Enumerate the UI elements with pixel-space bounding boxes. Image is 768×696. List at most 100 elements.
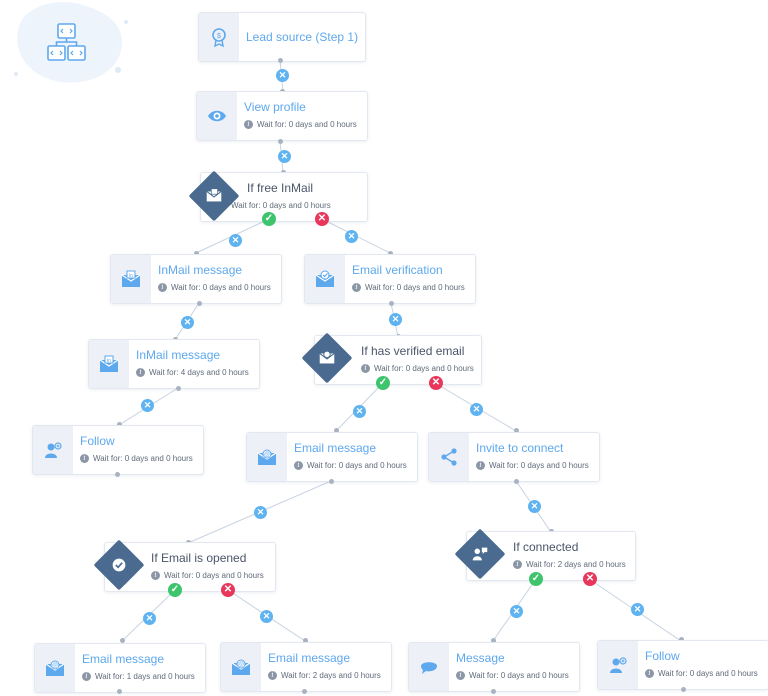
input-port[interactable]	[117, 422, 122, 427]
info-icon: i	[361, 364, 370, 373]
output-port[interactable]	[115, 472, 120, 477]
node-lead-source[interactable]: $ Lead source (Step 1)	[198, 12, 366, 62]
input-port[interactable]	[491, 638, 496, 643]
output-port[interactable]	[329, 479, 334, 484]
output-port[interactable]	[278, 139, 283, 144]
info-icon: i	[82, 672, 91, 681]
node-title: InMail message	[158, 263, 243, 277]
node-title: Follow	[645, 649, 680, 663]
input-port[interactable]	[303, 638, 308, 643]
node-title: Email message	[82, 652, 165, 666]
node-title: Invite to connect	[476, 441, 564, 455]
add-step-button[interactable]: ✕	[229, 234, 242, 247]
eye-icon	[197, 92, 237, 140]
output-port[interactable]	[681, 687, 686, 692]
add-step-button[interactable]: ✕	[276, 69, 289, 82]
node-title: InMail message	[136, 348, 221, 362]
add-step-button[interactable]: ✕	[260, 610, 273, 623]
no-branch-badge: ✕	[315, 212, 329, 226]
info-icon: i	[513, 560, 522, 569]
add-step-button[interactable]: ✕	[389, 313, 402, 326]
svg-text:@: @	[264, 452, 270, 458]
node-title: If free InMail	[247, 181, 314, 195]
inmail-envelope-icon: in	[89, 340, 129, 388]
follow-user-icon	[598, 641, 638, 689]
info-icon: i	[244, 120, 253, 129]
add-step-button[interactable]: ✕	[631, 603, 644, 616]
yes-branch-badge: ✓	[376, 376, 390, 390]
output-port[interactable]	[197, 301, 202, 306]
at-envelope-icon	[315, 346, 339, 370]
node-title: Email message	[294, 441, 377, 455]
yes-branch-badge: ✓	[262, 212, 276, 226]
output-port[interactable]	[176, 386, 181, 391]
info-icon: i	[158, 283, 167, 292]
svg-text:in: in	[129, 273, 133, 279]
node-title: View profile	[244, 100, 306, 114]
add-step-button[interactable]: ✕	[181, 316, 194, 329]
add-step-button[interactable]: ✕	[254, 506, 267, 519]
yes-branch-badge: ✓	[529, 572, 543, 586]
svg-text:in: in	[107, 358, 111, 364]
input-port[interactable]	[679, 637, 684, 642]
input-port[interactable]	[194, 251, 199, 256]
output-port[interactable]	[491, 689, 496, 694]
node-title: If connected	[513, 540, 579, 554]
add-step-button[interactable]: ✕	[528, 500, 541, 513]
node-title: Message	[456, 651, 505, 665]
add-step-button[interactable]: ✕	[345, 230, 358, 243]
node-title: If has verified email	[361, 344, 465, 358]
add-step-button[interactable]: ✕	[278, 150, 291, 163]
svg-text:@: @	[52, 663, 58, 669]
check-circle-icon	[107, 553, 131, 577]
input-port[interactable]	[120, 638, 125, 643]
info-icon: i	[645, 669, 654, 678]
input-port[interactable]	[514, 428, 519, 433]
at-envelope-icon: @	[247, 433, 287, 481]
output-port[interactable]	[389, 301, 394, 306]
yes-branch-badge: ✓	[168, 583, 182, 597]
sitemap-code-illustration	[14, 2, 128, 83]
add-step-button[interactable]: ✕	[510, 605, 523, 618]
input-port[interactable]	[388, 251, 393, 256]
add-step-button[interactable]: ✕	[141, 399, 154, 412]
chat-bubble-icon	[409, 643, 449, 691]
add-step-button[interactable]: ✕	[143, 612, 156, 625]
output-port[interactable]	[302, 689, 307, 694]
output-port[interactable]	[278, 58, 283, 63]
input-port[interactable]	[334, 428, 339, 433]
output-port[interactable]	[514, 479, 519, 484]
info-icon: i	[151, 571, 160, 580]
no-branch-badge: ✕	[583, 572, 597, 586]
handshake-icon	[468, 542, 492, 566]
share-icon	[429, 433, 469, 481]
no-branch-badge: ✕	[429, 376, 443, 390]
output-port[interactable]	[117, 689, 122, 694]
node-title: Lead source (Step 1)	[246, 30, 359, 44]
add-step-button[interactable]: ✕	[470, 403, 483, 416]
add-step-button[interactable]: ✕	[353, 405, 366, 418]
